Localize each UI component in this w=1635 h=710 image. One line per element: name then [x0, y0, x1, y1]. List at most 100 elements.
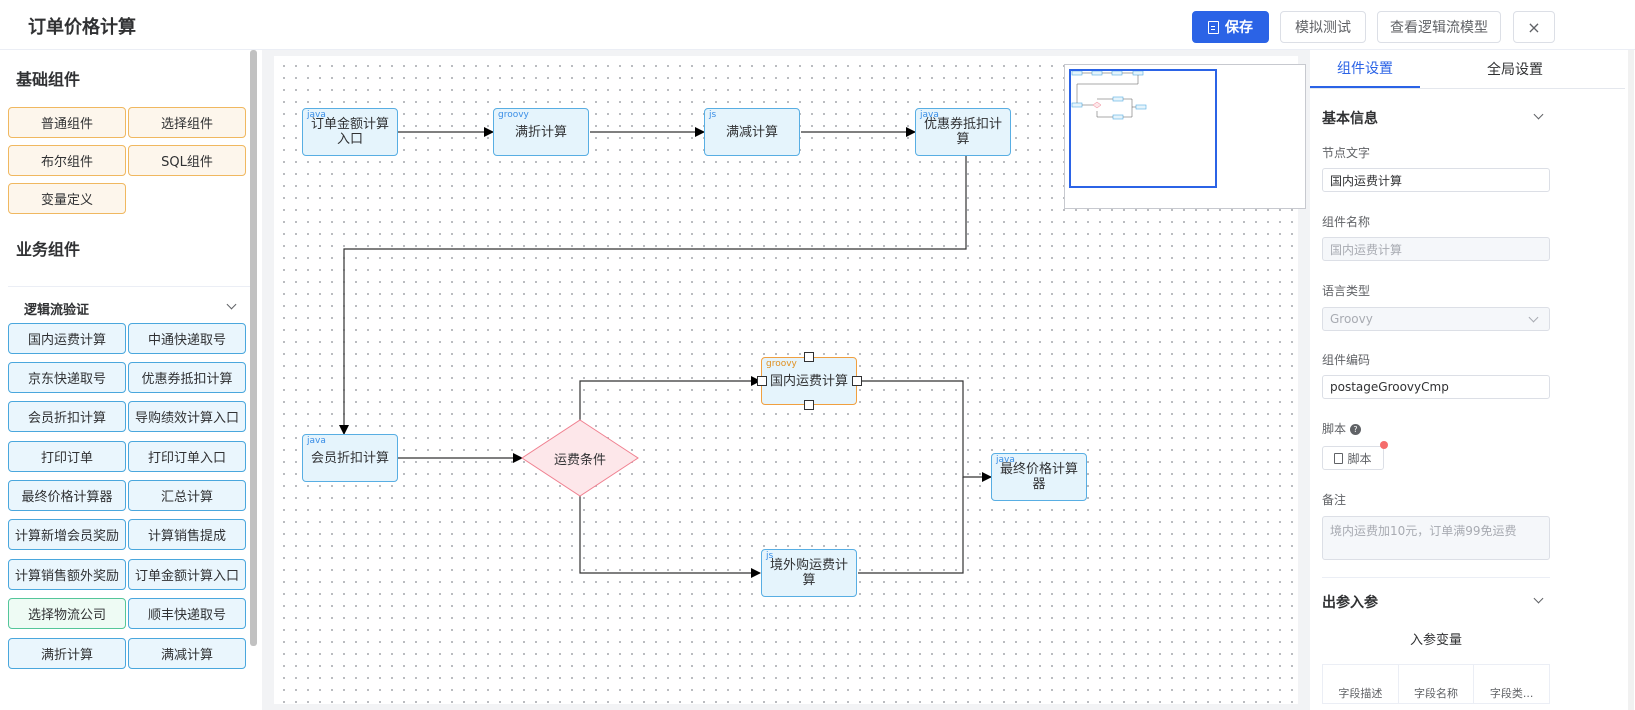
resize-handle[interactable]: [804, 400, 814, 410]
edge: [339, 156, 967, 435]
chevron-down-icon[interactable]: [1533, 109, 1544, 120]
node-text-input[interactable]: 国内运费计算: [1322, 168, 1550, 192]
palette-item-biz[interactable]: 订单金额计算入口: [128, 559, 246, 590]
remark-textarea[interactable]: 境内运费加10元，订单满99免运费: [1322, 516, 1550, 560]
resize-handle[interactable]: [804, 352, 814, 362]
palette-scrollbar[interactable]: [250, 50, 257, 646]
flow-node[interactable]: java 订单金额计算入口: [302, 108, 398, 156]
node-label: 国内运费计算: [769, 373, 848, 389]
component-name-input: 国内运费计算: [1322, 237, 1550, 261]
palette-item-biz[interactable]: 计算销售提成: [128, 519, 246, 550]
node-lang-tag: groovy: [766, 359, 797, 369]
node-label: 境外购运费计算: [769, 558, 848, 588]
tab-divider: [1310, 88, 1625, 89]
palette-item-biz[interactable]: 满折计算: [8, 638, 126, 669]
node-lang-tag: js: [766, 551, 774, 561]
help-icon[interactable]: ?: [1350, 424, 1362, 435]
flow-node[interactable]: js 境外购运费计算: [761, 549, 857, 597]
node-label: 最终价格计算器: [999, 462, 1078, 492]
condition-diamond: [521, 419, 639, 497]
palette-item-biz[interactable]: 选择物流公司: [8, 598, 126, 629]
flow-node[interactable]: java 优惠券抵扣计算: [915, 108, 1011, 156]
palette-item-sql[interactable]: SQL组件: [128, 145, 246, 176]
params-table-header: 字段描述 字段名称 字段类...: [1322, 664, 1550, 704]
node-lang-tag: java: [307, 436, 326, 446]
flow-canvas[interactable]: java 订单金额计算入口 groovy 满折计算 js 满减计算 java 优…: [274, 56, 1306, 704]
palette-item-biz[interactable]: 计算新增会员奖励: [8, 519, 126, 550]
flow-node-selected[interactable]: groovy 国内运费计算: [761, 357, 857, 405]
minimap[interactable]: [1064, 64, 1306, 209]
resize-handle[interactable]: [757, 376, 767, 386]
condition-node-label[interactable]: 运费条件: [553, 452, 606, 468]
palette-item-biz[interactable]: 国内运费计算: [8, 323, 126, 354]
minimap-preview: [1071, 70, 1147, 120]
flow-node[interactable]: java 会员折扣计算: [302, 434, 398, 482]
view-logic-model-button[interactable]: 查看逻辑流模型: [1377, 11, 1501, 43]
basic-components-title: 基础组件: [16, 70, 81, 89]
node-label: 订单金额计算入口: [310, 117, 389, 147]
palette-item-biz[interactable]: 打印订单: [8, 441, 126, 472]
save-button[interactable]: 保存: [1192, 11, 1269, 43]
chevron-down-icon: [1528, 312, 1539, 323]
group-label: 逻辑流验证: [24, 303, 90, 318]
resize-handle[interactable]: [852, 376, 862, 386]
palette-item-biz[interactable]: 最终价格计算器: [8, 480, 126, 511]
palette-item-boolean[interactable]: 布尔组件: [8, 145, 126, 176]
flow-node[interactable]: groovy 满折计算: [493, 108, 589, 156]
settings-scrollbar[interactable]: [1628, 50, 1634, 710]
script-button-label: 脚本: [1347, 451, 1372, 466]
palette-item-biz[interactable]: 会员折扣计算: [8, 401, 126, 432]
component-code-input[interactable]: postageGroovyCmp: [1322, 375, 1550, 399]
palette-item-biz[interactable]: 中通快递取号: [128, 323, 246, 354]
palette-item-normal[interactable]: 普通组件: [8, 107, 126, 138]
palette-item-biz[interactable]: 顺丰快递取号: [128, 598, 246, 629]
close-icon: ×: [1527, 17, 1541, 37]
business-components-title: 业务组件: [16, 240, 81, 259]
palette-item-biz[interactable]: 导购绩效计算入口: [128, 401, 246, 432]
palette-item-biz[interactable]: 打印订单入口: [128, 441, 246, 472]
palette-item-biz[interactable]: 满减计算: [128, 638, 246, 669]
input-params-title: 入参变量: [1409, 633, 1462, 648]
component-code-label: 组件编码: [1322, 353, 1371, 367]
node-label: 优惠券抵扣计算: [923, 117, 1002, 147]
page-title: 订单价格计算: [28, 17, 136, 38]
palette-item-switch[interactable]: 选择组件: [128, 107, 246, 138]
document-icon: [1208, 20, 1219, 34]
minimap-viewport[interactable]: [1069, 69, 1217, 188]
column-header: 字段名称: [1399, 665, 1475, 703]
palette-item-biz[interactable]: 京东快递取号: [8, 362, 126, 393]
language-type-select: Groovy: [1322, 307, 1550, 331]
tab-global-settings[interactable]: 全局设置: [1487, 62, 1543, 78]
flow-node[interactable]: js 满减计算: [704, 108, 800, 156]
palette-item-variable[interactable]: 变量定义: [8, 183, 126, 214]
palette-item-biz[interactable]: 汇总计算: [128, 480, 246, 511]
flow-node[interactable]: java 最终价格计算器: [991, 453, 1087, 501]
flow-edges: [339, 127, 992, 578]
tab-component-settings[interactable]: 组件设置: [1310, 50, 1420, 88]
script-field-label: 脚本?: [1322, 420, 1362, 437]
palette-item-biz[interactable]: 优惠券抵扣计算: [128, 362, 246, 393]
edge: [579, 376, 761, 420]
column-header: 字段类...: [1489, 687, 1534, 700]
chevron-down-icon[interactable]: [1533, 593, 1544, 604]
remark-label: 备注: [1322, 493, 1347, 507]
component-palette: 基础组件 普通组件 选择组件 布尔组件 SQL组件 变量定义 业务组件 逻辑流验…: [0, 50, 262, 710]
close-button[interactable]: ×: [1513, 11, 1555, 43]
chevron-down-icon: [226, 299, 237, 310]
script-button[interactable]: 脚本: [1322, 446, 1384, 470]
language-type-label: 语言类型: [1322, 284, 1371, 298]
document-icon: [1334, 452, 1344, 464]
node-lang-tag: groovy: [498, 110, 529, 120]
group-collapse-header[interactable]: 逻辑流验证: [8, 286, 254, 326]
edge: [858, 380, 992, 482]
section-divider: [1322, 577, 1550, 578]
script-label-text: 脚本: [1322, 422, 1347, 436]
node-label: 满折计算: [514, 124, 567, 140]
column-header: 字段描述: [1323, 665, 1399, 703]
simulate-test-button[interactable]: 模拟测试: [1280, 11, 1366, 43]
node-lang-tag: java: [307, 110, 326, 120]
node-lang-tag: java: [920, 110, 939, 120]
edge: [579, 496, 761, 578]
palette-item-biz[interactable]: 计算销售额外奖励: [8, 559, 126, 590]
